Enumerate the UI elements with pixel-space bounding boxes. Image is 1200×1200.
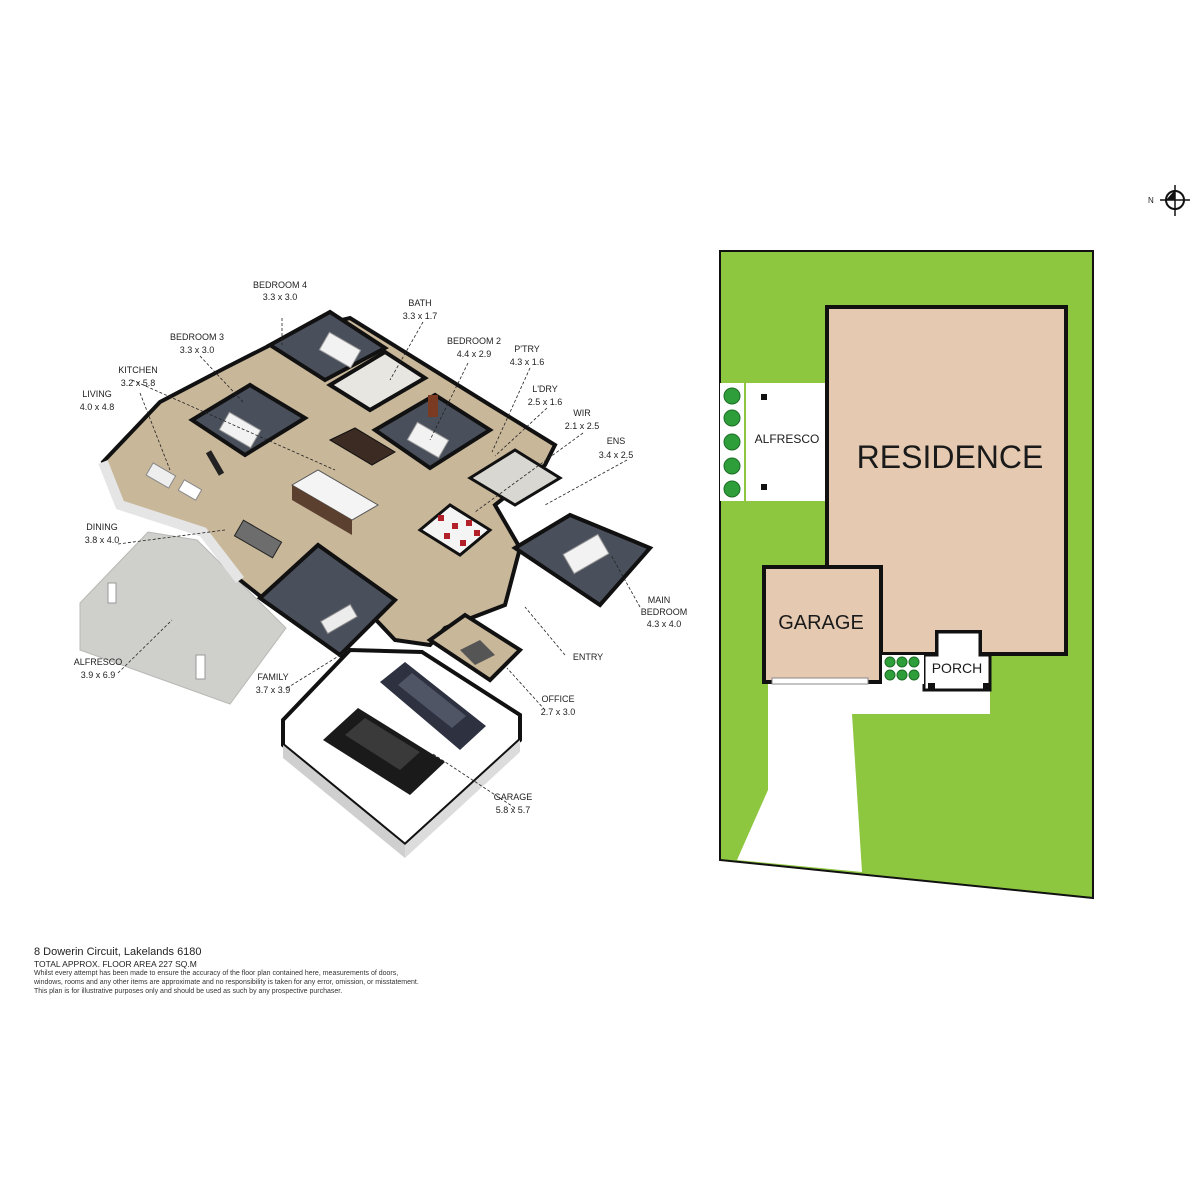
room-dims: 3.9 x 6.9 xyxy=(81,670,116,680)
footer-disclaimer-1: Whilst every attempt has been made to en… xyxy=(34,970,399,977)
room-dims: 4.3 x 1.6 xyxy=(510,357,545,367)
footer-disclaimer-2: windows, rooms and any other items are a… xyxy=(34,979,419,986)
dining-table xyxy=(233,519,283,559)
ens-floor xyxy=(467,448,563,507)
bedroom3-floor xyxy=(188,382,309,458)
room-name: LIVING xyxy=(82,389,112,399)
site-porch-label: PORCH xyxy=(932,660,983,676)
room-label-dining: DINING 3.8 x 4.0 xyxy=(85,522,120,545)
room-dims: 3.4 x 2.5 xyxy=(599,450,634,460)
room-name: WIR xyxy=(573,408,591,418)
room-dims: 4.3 x 4.0 xyxy=(647,619,682,629)
room-labels: BEDROOM 4 3.3 x 3.0 BATH 3.3 x 1.7 BEDRO… xyxy=(74,280,688,815)
alfresco-paving xyxy=(79,531,287,705)
room-dims: 3.3 x 3.0 xyxy=(180,345,215,355)
room-name: L'DRY xyxy=(532,384,558,394)
room-name: MAIN xyxy=(648,595,671,605)
room-dims: 3.3 x 3.0 xyxy=(263,292,298,302)
floor-plan-3d xyxy=(79,309,654,858)
room-dims: 5.8 x 5.7 xyxy=(496,805,531,815)
garage-car-1 xyxy=(323,708,445,795)
room-label-bedroom4: BEDROOM 4 3.3 x 3.0 xyxy=(253,280,307,302)
family-floor xyxy=(256,542,399,658)
shrubs-alfresco xyxy=(723,387,741,498)
room-name: DINING xyxy=(86,522,118,532)
room-label-main-bedroom: MAIN BEDROOM 4.3 x 4.0 xyxy=(641,595,688,629)
room-label-office: OFFICE 2.7 x 3.0 xyxy=(541,694,576,717)
footer: 8 Dowerin Circuit, Lakelands 6180 TOTAL … xyxy=(34,946,554,996)
site-plan: RESIDENCE GARAGE ALFRESCO PORCH xyxy=(719,250,1094,900)
room-label-laundry: L'DRY 2.5 x 1.6 xyxy=(528,384,563,407)
room-name: FAMILY xyxy=(257,672,288,682)
room-name: BEDROOM 3 xyxy=(170,332,224,342)
footer-area: TOTAL APPROX. FLOOR AREA 227 SQ.M xyxy=(34,959,197,969)
room-label-ens: ENS 3.4 x 2.5 xyxy=(599,436,634,460)
room-label-bath: BATH 3.3 x 1.7 xyxy=(403,298,438,321)
room-name: GARAGE xyxy=(494,792,533,802)
wir-floor xyxy=(417,503,493,557)
room-dims: 3.3 x 1.7 xyxy=(403,311,438,321)
site-alfresco xyxy=(746,383,826,501)
room-name: ALFRESCO xyxy=(74,657,123,667)
site-alfresco-label: ALFRESCO xyxy=(755,432,820,446)
room-label-pantry: P'TRY 4.3 x 1.6 xyxy=(510,344,545,367)
room-dims: 2.5 x 1.6 xyxy=(528,397,563,407)
room-dims: 2.1 x 2.5 xyxy=(565,421,600,431)
room-dims: 3.8 x 4.0 xyxy=(85,535,120,545)
room-name: BEDROOM 2 xyxy=(447,336,501,346)
room-label-kitchen: KITCHEN 3.2 x 5.8 xyxy=(118,365,158,388)
room-label-living: LIVING 4.0 x 4.8 xyxy=(80,389,115,412)
room-name: ENTRY xyxy=(573,652,603,662)
room-name: OFFICE xyxy=(542,694,575,704)
shrubs-porch xyxy=(884,656,920,681)
garage-car-2 xyxy=(380,662,486,750)
room-label-entry: ENTRY xyxy=(573,652,603,662)
room-label-bedroom3: BEDROOM 3 3.3 x 3.0 xyxy=(170,332,224,355)
footer-disclaimer-3: This plan is for illustrative purposes o… xyxy=(34,988,343,995)
room-name: BEDROOM 4 xyxy=(253,280,307,290)
room-name: BATH xyxy=(408,298,431,308)
room-dims: 2.7 x 3.0 xyxy=(541,707,576,717)
room-dims: 4.4 x 2.9 xyxy=(457,349,492,359)
room-dims: 3.2 x 5.8 xyxy=(121,378,156,388)
room-label-wir: WIR 2.1 x 2.5 xyxy=(565,408,600,431)
room-name: ENS xyxy=(607,436,626,446)
room-dims: 3.7 x 3.9 xyxy=(256,685,291,695)
bath-floor xyxy=(326,349,429,413)
room-label-alfresco: ALFRESCO 3.9 x 6.9 xyxy=(74,657,123,680)
site-garage-label: GARAGE xyxy=(778,612,864,634)
room-label-family: FAMILY 3.7 x 3.9 xyxy=(256,672,291,695)
room-label-bedroom2: BEDROOM 2 4.4 x 2.9 xyxy=(447,336,501,359)
room-name: KITCHEN xyxy=(118,365,158,375)
room-name: P'TRY xyxy=(514,344,540,354)
compass-icon: N xyxy=(1148,185,1190,216)
room-dims: 4.0 x 4.8 xyxy=(80,402,115,412)
footer-address: 8 Dowerin Circuit, Lakelands 6180 xyxy=(34,946,202,958)
compass-north-label: N xyxy=(1148,196,1154,205)
room-label-garage: GARAGE 5.8 x 5.7 xyxy=(494,792,533,815)
site-garage xyxy=(762,565,883,684)
room-name: BEDROOM xyxy=(641,607,688,617)
site-porch xyxy=(922,630,992,692)
site-residence-label: RESIDENCE xyxy=(857,439,1044,475)
leader-lines xyxy=(117,318,641,809)
driveway xyxy=(737,655,990,872)
